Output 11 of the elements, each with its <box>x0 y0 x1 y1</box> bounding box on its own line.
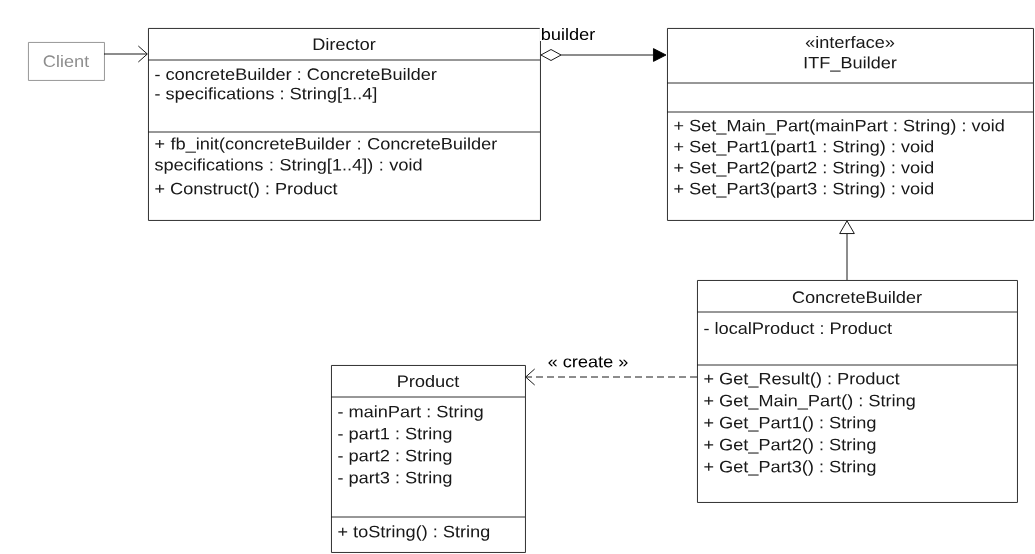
class-box: ConcreteBuilder - localProduct : Product + Get_Result() : Product + Get_Main_Part() : String + Get_Part1() : String + Get_Part2() : String + Get_Part3() : String <box>696 280 1018 503</box>
class-box: «interface» ITF_Builder + Set_Main_Part(mainPart : String) : void + Set_Part1(part1 : String) : void + Set_Part2(part2 : String) : void + Set_Part3(part3 : String) : void <box>666 28 1034 221</box>
arrow <box>839 220 855 281</box>
edge-label: builder <box>539 26 597 42</box>
actor-box: Client <box>28 42 105 81</box>
edge-label: « create » <box>546 355 630 369</box>
arrow <box>540 48 667 62</box>
class-box: Director - concreteBuilder : ConcreteBuilder - specifications : String[1..4] + fb_init(concreteBuilder : ConcreteBuilder specifications : String[1..4]) : void + Construct() : Product <box>147 28 541 221</box>
arrow <box>103 45 148 63</box>
arrow <box>525 368 698 386</box>
class-box: Product - mainPart : String - part1 : String - part2 : String - part3 : String + toString() : String <box>330 365 526 553</box>
